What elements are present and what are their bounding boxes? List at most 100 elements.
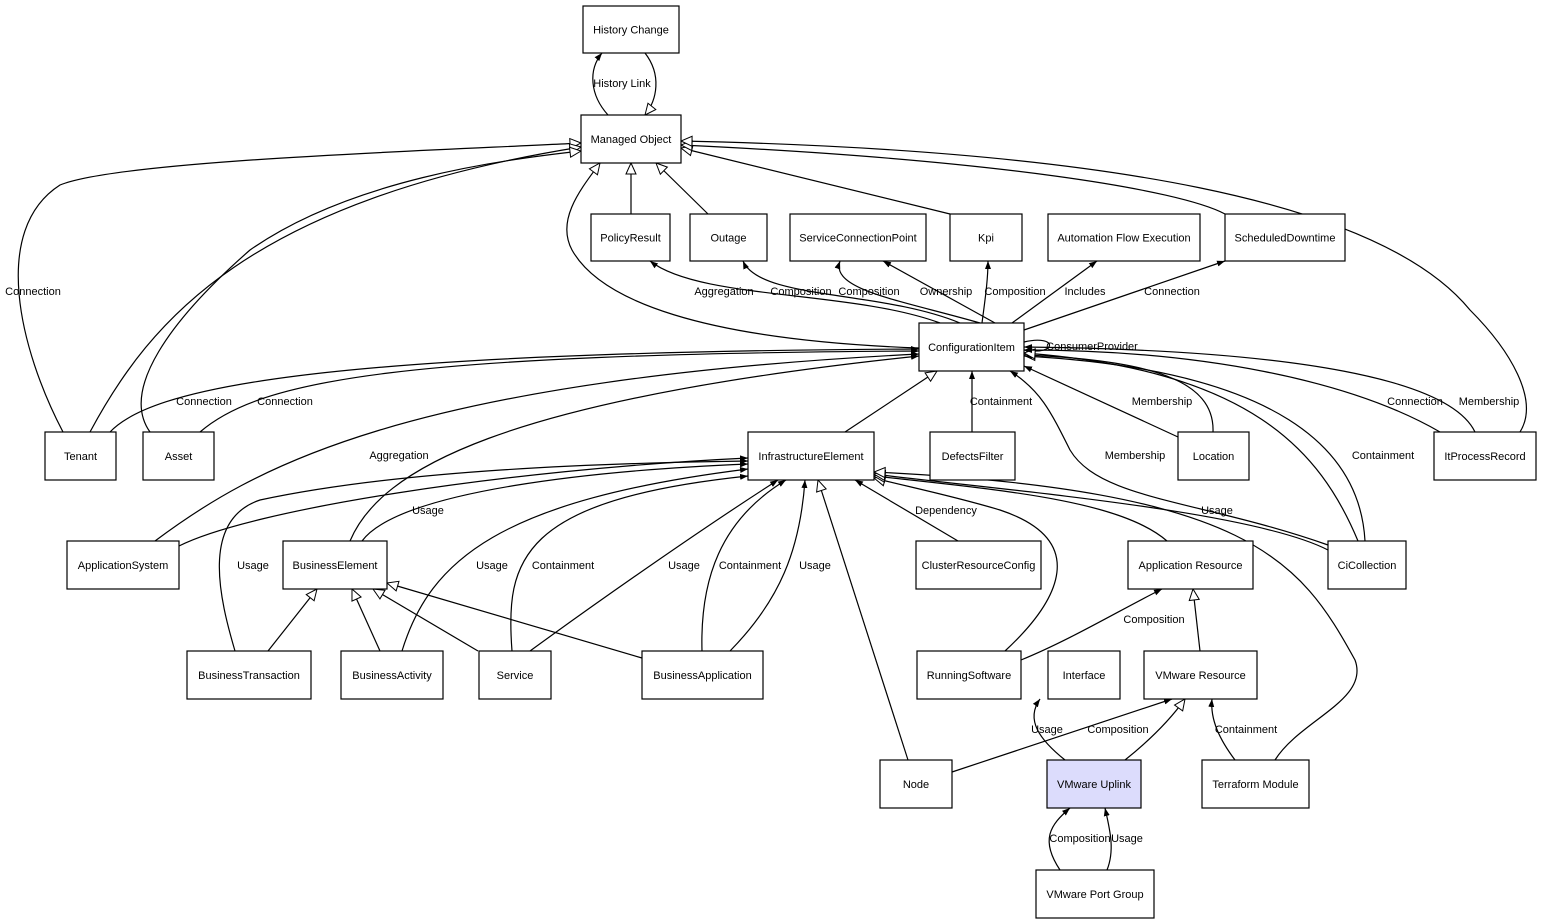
inheritance-edge-outage-to-managed-object	[655, 162, 709, 215]
node-label: ClusterResourceConfig	[922, 560, 1036, 572]
node-box[interactable]	[1127, 540, 1254, 590]
inheritance-edge-ci-collection-to-configuration-item	[1022, 348, 1359, 542]
node-interface[interactable]: Interface	[1047, 650, 1121, 700]
association-edge-configuration-item-to-outage	[742, 260, 961, 324]
node-label: ScheduledDowntime	[1235, 233, 1336, 245]
inheritance-edge-vmware-uplink-to-vmware-resource	[1124, 698, 1186, 761]
association-edge-service-to-infrastructure-element	[529, 479, 779, 652]
edge-label: Membership	[1459, 396, 1520, 408]
node-vmware-resource[interactable]: VMware Resource	[1143, 650, 1258, 700]
edge-label: Composition	[770, 286, 831, 298]
node-vmware-uplink[interactable]: VMware Uplink	[1046, 759, 1142, 809]
node-box[interactable]	[641, 650, 764, 700]
node-box[interactable]	[929, 431, 1016, 481]
node-vmware-port-group[interactable]: VMware Port Group	[1035, 869, 1155, 919]
node-label: Managed Object	[591, 134, 672, 146]
inheritance-edge-configuration-item-to-managed-object	[566, 162, 920, 349]
node-box[interactable]	[66, 540, 180, 590]
node-label: Kpi	[978, 233, 994, 245]
association-edge-vmware-uplink-to-interface	[1032, 698, 1066, 761]
node-terraform-module[interactable]: Terraform Module	[1201, 759, 1310, 809]
association-edge-configuration-item-to-kpi	[981, 260, 991, 324]
edge-label: Usage	[476, 560, 508, 572]
edges-layer	[17, 52, 1527, 871]
node-box[interactable]	[1035, 869, 1155, 919]
node-box[interactable]	[186, 650, 312, 700]
edge-label: Composition	[1049, 833, 1110, 845]
edge-label: Ownership	[920, 286, 973, 298]
node-asset[interactable]: Asset	[142, 431, 215, 481]
node-box[interactable]	[590, 213, 671, 262]
node-label: ApplicationSystem	[78, 560, 169, 572]
node-managed-object[interactable]: Managed Object	[580, 114, 682, 164]
edge-label: Membership	[1105, 450, 1166, 462]
node-box[interactable]	[949, 213, 1023, 262]
node-box[interactable]	[282, 540, 388, 590]
node-box[interactable]	[747, 431, 875, 481]
node-scheduled-downtime[interactable]: ScheduledDowntime	[1224, 213, 1346, 262]
node-location[interactable]: Location	[1177, 431, 1250, 481]
node-box[interactable]	[1327, 540, 1407, 590]
node-box[interactable]	[1046, 759, 1142, 809]
node-it-process-record[interactable]: ItProcessRecord	[1433, 431, 1537, 481]
node-box[interactable]	[1433, 431, 1537, 481]
edge-label: Dependency	[915, 505, 977, 517]
node-box[interactable]	[478, 650, 552, 700]
node-node[interactable]: Node	[879, 759, 953, 809]
node-box[interactable]	[340, 650, 444, 700]
node-box[interactable]	[918, 322, 1025, 372]
node-box[interactable]	[1224, 213, 1346, 262]
association-edge-tenant-to-configuration-item	[109, 346, 920, 433]
edge-label: Usage	[1111, 833, 1143, 845]
node-box[interactable]	[916, 650, 1022, 700]
node-cluster-resource-config[interactable]: ClusterResourceConfig	[915, 540, 1042, 590]
node-outage[interactable]: Outage	[689, 213, 768, 262]
node-box[interactable]	[789, 213, 927, 262]
node-application-resource[interactable]: Application Resource	[1127, 540, 1254, 590]
node-business-activity[interactable]: BusinessActivity	[340, 650, 444, 700]
edge-label: Membership	[1132, 396, 1193, 408]
node-infrastructure-element[interactable]: InfrastructureElement	[747, 431, 875, 481]
association-edge-business-element-to-infrastructure-element	[361, 461, 749, 542]
edge-label: History Link	[593, 78, 651, 90]
inheritance-edge-it-process-record-to-managed-object	[679, 135, 1527, 433]
node-kpi[interactable]: Kpi	[949, 213, 1023, 262]
inheritance-edge-business-application-to-business-element	[385, 580, 643, 659]
node-label: History Change	[593, 25, 669, 37]
edge-label: Connection	[1387, 396, 1443, 408]
edge-label: Usage	[412, 505, 444, 517]
node-ci-collection[interactable]: CiCollection	[1327, 540, 1407, 590]
node-service-connection-point[interactable]: ServiceConnectionPoint	[789, 213, 927, 262]
node-application-system[interactable]: ApplicationSystem	[66, 540, 180, 590]
node-business-element[interactable]: BusinessElement	[282, 540, 388, 590]
node-box[interactable]	[1177, 431, 1250, 481]
node-box[interactable]	[915, 540, 1042, 590]
node-box[interactable]	[1047, 213, 1201, 262]
node-history-change[interactable]: History Change	[582, 5, 680, 54]
node-box[interactable]	[582, 5, 680, 54]
node-box[interactable]	[879, 759, 953, 809]
inheritance-edge-business-transaction-to-business-element	[267, 588, 318, 652]
node-box[interactable]	[1201, 759, 1310, 809]
edge-label: Connection	[5, 286, 61, 298]
node-business-transaction[interactable]: BusinessTransaction	[186, 650, 312, 700]
node-automation-flow-execution[interactable]: Automation Flow Execution	[1047, 213, 1201, 262]
inheritance-edge-node-to-infrastructure-element	[816, 478, 909, 761]
node-box[interactable]	[580, 114, 682, 164]
node-service[interactable]: Service	[478, 650, 552, 700]
node-label: Terraform Module	[1212, 779, 1298, 791]
node-configuration-item[interactable]: ConfigurationItem	[918, 322, 1025, 372]
node-defects-filter[interactable]: DefectsFilter	[929, 431, 1016, 481]
node-tenant[interactable]: Tenant	[44, 431, 117, 481]
node-box[interactable]	[44, 431, 117, 481]
node-box[interactable]	[1047, 650, 1121, 700]
node-business-application[interactable]: BusinessApplication	[641, 650, 764, 700]
inheritance-edge-terraform-module-to-infrastructure-element	[872, 466, 1358, 761]
node-box[interactable]	[689, 213, 768, 262]
node-box[interactable]	[1143, 650, 1258, 700]
node-running-software[interactable]: RunningSoftware	[916, 650, 1022, 700]
inheritance-edge-history-change-to-managed-object	[644, 52, 657, 116]
inheritance-edge-running-software-to-infrastructure-element	[872, 475, 1058, 652]
node-box[interactable]	[142, 431, 215, 481]
node-policy-result[interactable]: PolicyResult	[590, 213, 671, 262]
